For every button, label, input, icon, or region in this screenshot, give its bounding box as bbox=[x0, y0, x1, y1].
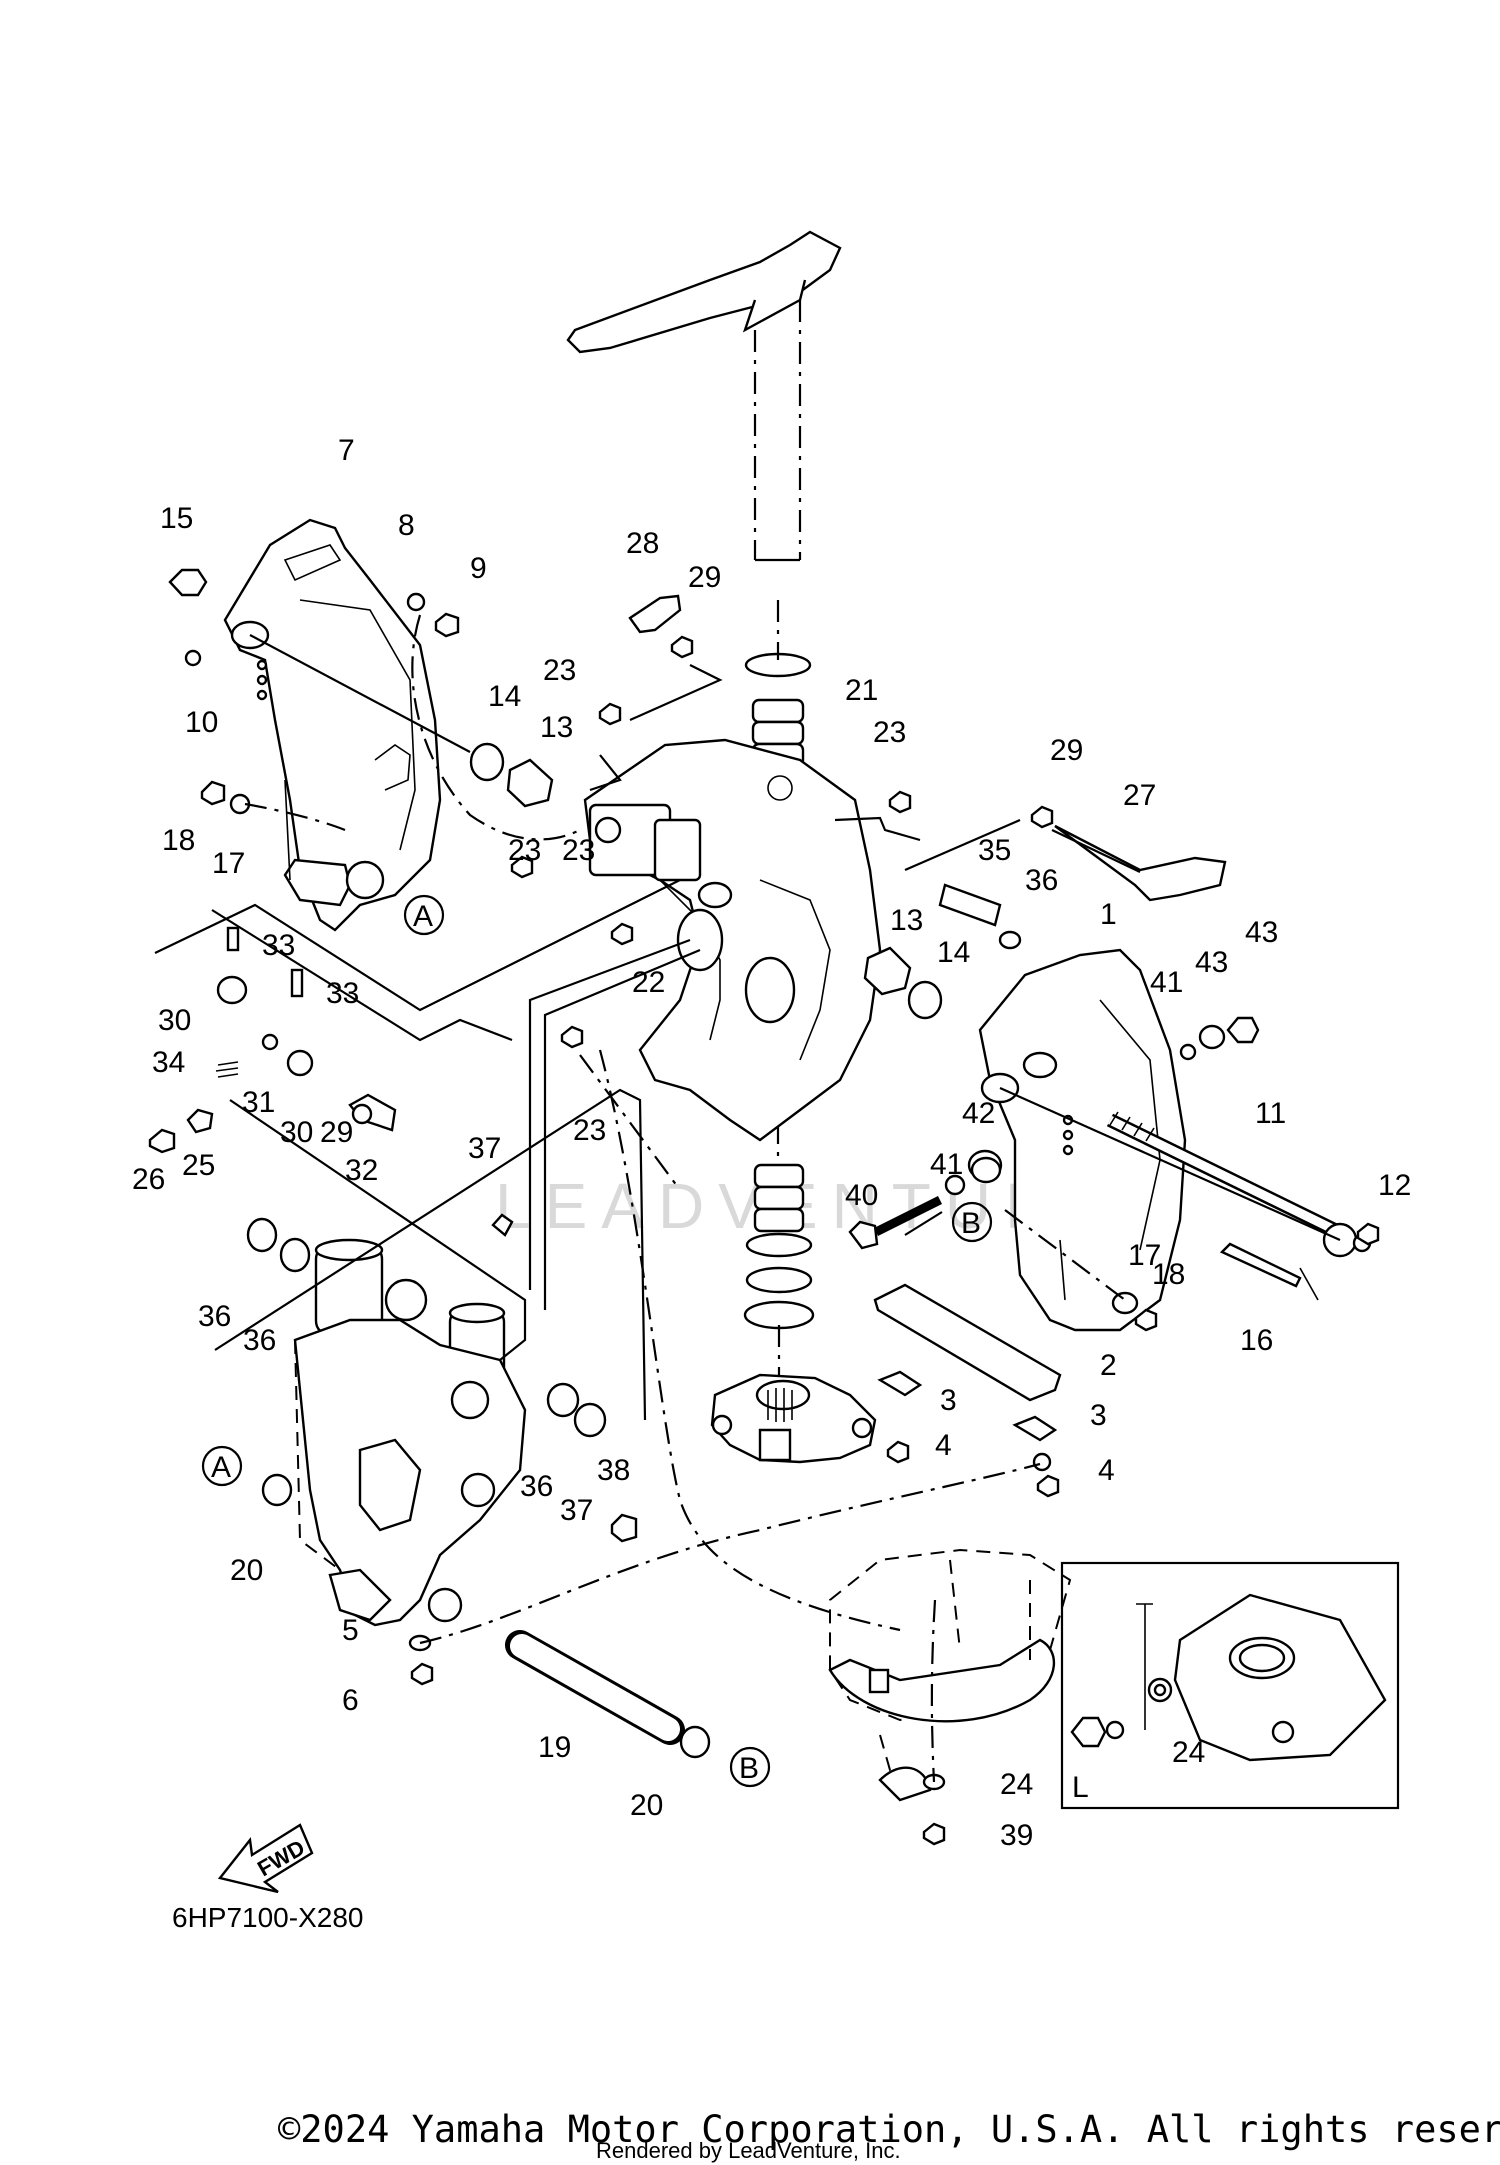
callout-23: 23 bbox=[543, 654, 576, 687]
callout-41: 41 bbox=[1150, 966, 1183, 999]
callout-29: 29 bbox=[688, 561, 721, 594]
callout-18: 18 bbox=[1152, 1258, 1185, 1291]
ref-A-top: A bbox=[413, 900, 433, 933]
ref-A-lower: A bbox=[211, 1451, 231, 1484]
callout-14: 14 bbox=[488, 680, 521, 713]
callout-40: 40 bbox=[845, 1179, 878, 1212]
reference-markers: A A B B bbox=[201, 894, 993, 1788]
lower-unit-outline bbox=[828, 1548, 1072, 1802]
callout-4: 4 bbox=[935, 1429, 952, 1462]
callout-25: 25 bbox=[182, 1149, 215, 1182]
callout-16: 16 bbox=[1240, 1324, 1273, 1357]
callout-6: 6 bbox=[342, 1684, 359, 1717]
callout-36: 36 bbox=[1025, 864, 1058, 897]
inset-detail-L: L bbox=[1060, 1561, 1400, 1810]
callout-33: 33 bbox=[262, 929, 295, 962]
ref-B-bottom: B bbox=[739, 1752, 759, 1785]
callout-24: 24 bbox=[1000, 1768, 1033, 1801]
callout-43: 43 bbox=[1245, 916, 1278, 949]
callout-18: 18 bbox=[162, 824, 195, 857]
callout-4: 4 bbox=[1098, 1454, 1115, 1487]
callout-1: 1 bbox=[1100, 898, 1117, 931]
clamp-bracket-left bbox=[223, 518, 442, 932]
callout-37: 37 bbox=[468, 1132, 501, 1165]
diagram-code: 6HP7100-X280 bbox=[172, 1902, 363, 1933]
small-parts bbox=[148, 568, 1380, 1846]
callout-35: 35 bbox=[978, 834, 1011, 867]
callout-27: 27 bbox=[1123, 779, 1156, 812]
callout-8: 8 bbox=[398, 509, 415, 542]
copyright-notice: ©2024 Yamaha Motor Corporation, U.S.A. A… bbox=[278, 2108, 1500, 2151]
callout-20: 20 bbox=[630, 1789, 663, 1822]
callout-9: 9 bbox=[470, 552, 487, 585]
callout-14: 14 bbox=[937, 936, 970, 969]
callout-34: 34 bbox=[152, 1046, 185, 1079]
callout-21: 21 bbox=[845, 674, 878, 707]
callout-13: 13 bbox=[540, 711, 573, 744]
callout-3: 3 bbox=[940, 1384, 957, 1417]
callout-38: 38 bbox=[597, 1454, 630, 1487]
callout-30: 30 bbox=[280, 1116, 313, 1149]
swivel-bracket bbox=[583, 738, 882, 1142]
callout-2: 2 bbox=[1100, 1349, 1117, 1382]
callout-12: 12 bbox=[1378, 1169, 1411, 1202]
callout-7: 7 bbox=[338, 434, 355, 467]
callout-11: 11 bbox=[1255, 1097, 1286, 1130]
steering-bracket-lower bbox=[710, 1373, 877, 1464]
steering-arm bbox=[566, 230, 842, 562]
callout-24: 24 bbox=[1172, 1736, 1205, 1769]
callout-42: 42 bbox=[962, 1097, 995, 1130]
callout-31: 31 bbox=[242, 1086, 275, 1119]
callout-30: 30 bbox=[158, 1004, 191, 1037]
callout-33: 33 bbox=[326, 977, 359, 1010]
fwd-arrow: FWD bbox=[217, 1823, 314, 1894]
inset-label: L bbox=[1072, 1771, 1089, 1804]
callout-41: 41 bbox=[930, 1148, 963, 1181]
callout-26: 26 bbox=[132, 1163, 165, 1196]
callout-5: 5 bbox=[342, 1614, 359, 1647]
clamp-bracket-right bbox=[978, 948, 1187, 1332]
callout-22: 22 bbox=[632, 966, 665, 999]
callout-29: 29 bbox=[320, 1116, 353, 1149]
rendered-by: Rendered by LeadVenture, Inc. bbox=[596, 2138, 901, 2163]
callout-15: 15 bbox=[160, 502, 193, 535]
callout-17: 17 bbox=[212, 847, 245, 880]
callout-19: 19 bbox=[538, 1731, 571, 1764]
callout-17: 17 bbox=[1128, 1239, 1161, 1272]
callout-36: 36 bbox=[198, 1300, 231, 1333]
callout-36: 36 bbox=[520, 1470, 553, 1503]
callout-23: 23 bbox=[873, 716, 906, 749]
callout-29: 29 bbox=[1050, 734, 1083, 767]
callout-28: 28 bbox=[626, 527, 659, 560]
callout-37: 37 bbox=[560, 1494, 593, 1527]
callout-23: 23 bbox=[508, 834, 541, 867]
callout-23: 23 bbox=[573, 1114, 606, 1147]
ref-B-right: B bbox=[961, 1207, 981, 1240]
callout-36: 36 bbox=[243, 1324, 276, 1357]
callout-20: 20 bbox=[230, 1554, 263, 1587]
callout-10: 10 bbox=[185, 706, 218, 739]
callout-3: 3 bbox=[1090, 1399, 1107, 1432]
connector-lines bbox=[154, 614, 1341, 1783]
callout-43: 43 bbox=[1195, 946, 1228, 979]
callout-32: 32 bbox=[345, 1154, 378, 1187]
callout-23: 23 bbox=[562, 834, 595, 867]
callout-39: 39 bbox=[1000, 1819, 1033, 1852]
callout-13: 13 bbox=[890, 904, 923, 937]
tilt-trim-unit bbox=[293, 1238, 527, 1627]
